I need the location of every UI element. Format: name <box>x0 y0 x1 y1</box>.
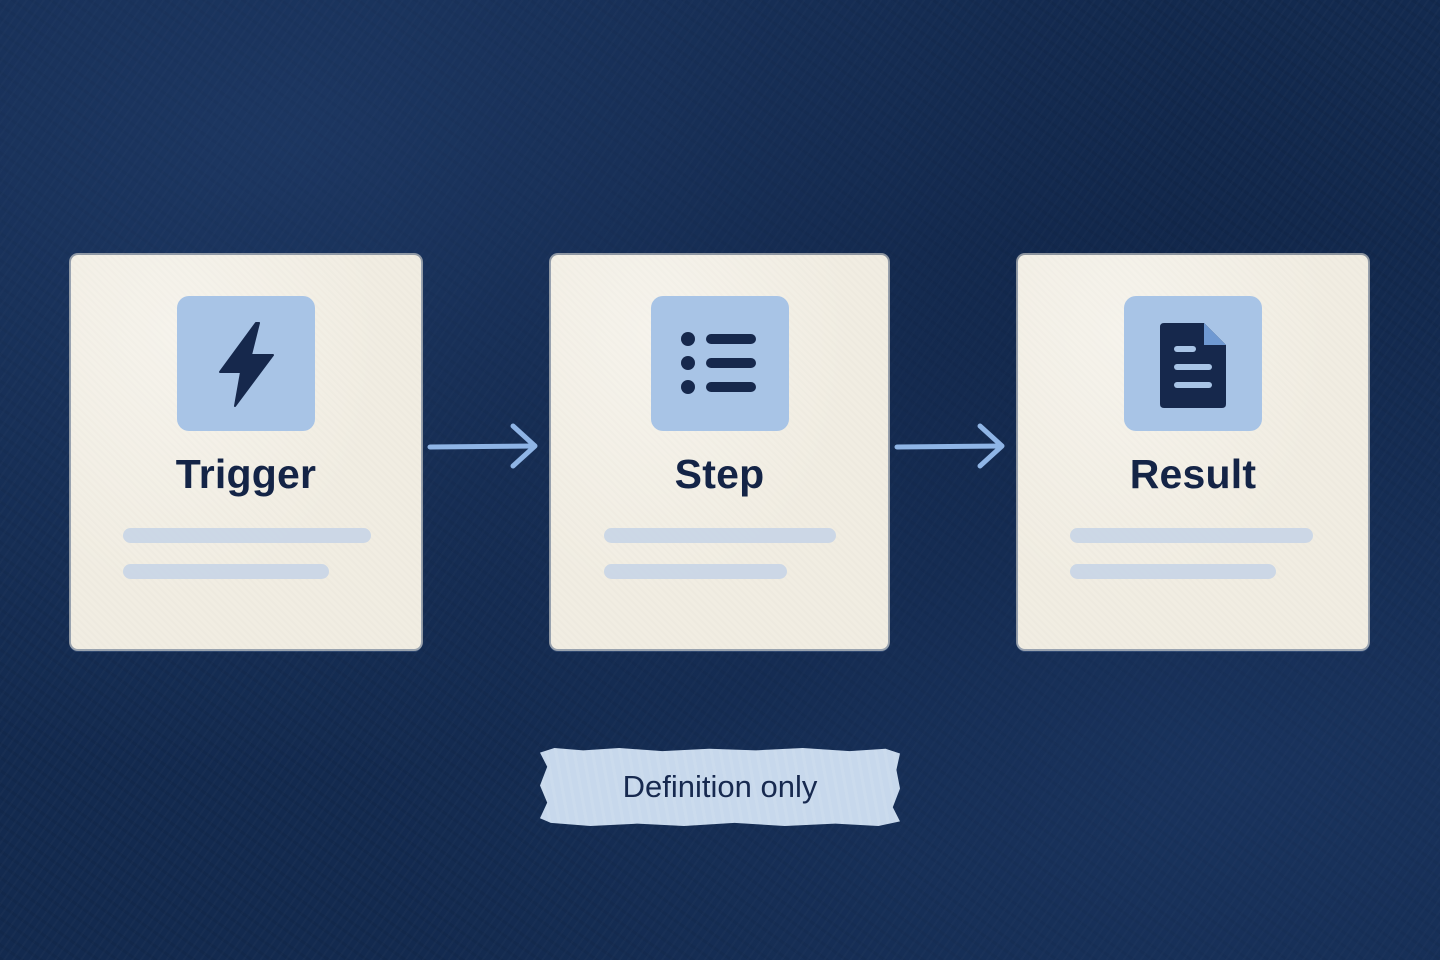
badge-label: Definition only <box>622 769 818 804</box>
placeholder-line <box>604 564 787 579</box>
result-icon-tile <box>1124 296 1262 431</box>
document-icon <box>1160 323 1226 408</box>
placeholder-line <box>604 528 836 543</box>
result-title: Result <box>1129 451 1257 497</box>
lightning-bolt-icon <box>219 322 274 407</box>
trigger-card[interactable]: Trigger <box>71 255 421 649</box>
placeholder-line <box>1070 564 1276 579</box>
bulleted-list-icon <box>680 332 756 394</box>
placeholder-line <box>123 564 329 579</box>
step-icon-tile <box>650 296 789 431</box>
placeholder-line <box>123 528 371 543</box>
placeholder-line <box>1070 528 1313 543</box>
definition-only-badge: Definition only <box>540 748 900 826</box>
step-title: Step <box>674 451 765 497</box>
arrow-right-icon <box>427 423 538 469</box>
result-card[interactable]: Result <box>1018 255 1368 649</box>
trigger-icon-tile <box>177 296 315 431</box>
step-card[interactable]: Step <box>551 255 888 649</box>
arrow-right-icon <box>894 423 1005 469</box>
trigger-title: Trigger <box>175 451 317 497</box>
